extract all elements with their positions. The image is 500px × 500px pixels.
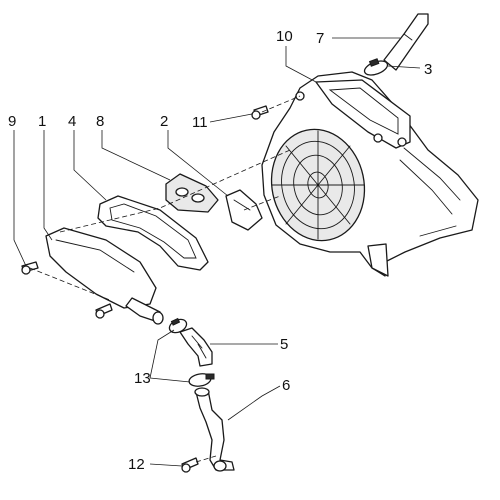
fan-housing	[261, 71, 479, 277]
assembly-line-screw-9	[29, 267, 111, 301]
assembly-line-screw-11	[261, 95, 301, 113]
screw-9-left	[21, 261, 39, 275]
callout-4: 4	[68, 113, 76, 130]
screw-9-bottom	[95, 303, 113, 319]
elbow-hose	[179, 327, 213, 367]
leader-lines	[13, 37, 421, 467]
callout-12: 12	[128, 456, 145, 473]
callout-1: 1	[38, 113, 46, 130]
callout-5: 5	[280, 336, 288, 353]
screw-12	[181, 457, 199, 473]
callout-11: 11	[192, 114, 208, 131]
assembly-line-screw-12	[195, 455, 217, 463]
callout-8: 8	[96, 113, 104, 130]
callout-7: 7	[316, 30, 324, 47]
callout-13: 13	[134, 370, 151, 387]
hose-clamp-top	[363, 58, 389, 76]
grommet-plate	[165, 173, 219, 213]
assembly-line-cover	[59, 149, 291, 233]
callout-10: 10	[276, 28, 293, 45]
callout-3: 3	[424, 61, 432, 78]
filter-cover	[45, 227, 164, 325]
breather-hose	[383, 13, 429, 71]
callout-9: 9	[8, 113, 16, 130]
callout-2: 2	[160, 113, 168, 130]
assembly-line-insert	[243, 195, 281, 211]
gasket	[97, 195, 209, 271]
callout-6: 6	[282, 377, 290, 394]
hose-clamp-13-lower	[188, 373, 215, 387]
drain-tube	[194, 387, 235, 472]
screw-11	[251, 105, 269, 120]
